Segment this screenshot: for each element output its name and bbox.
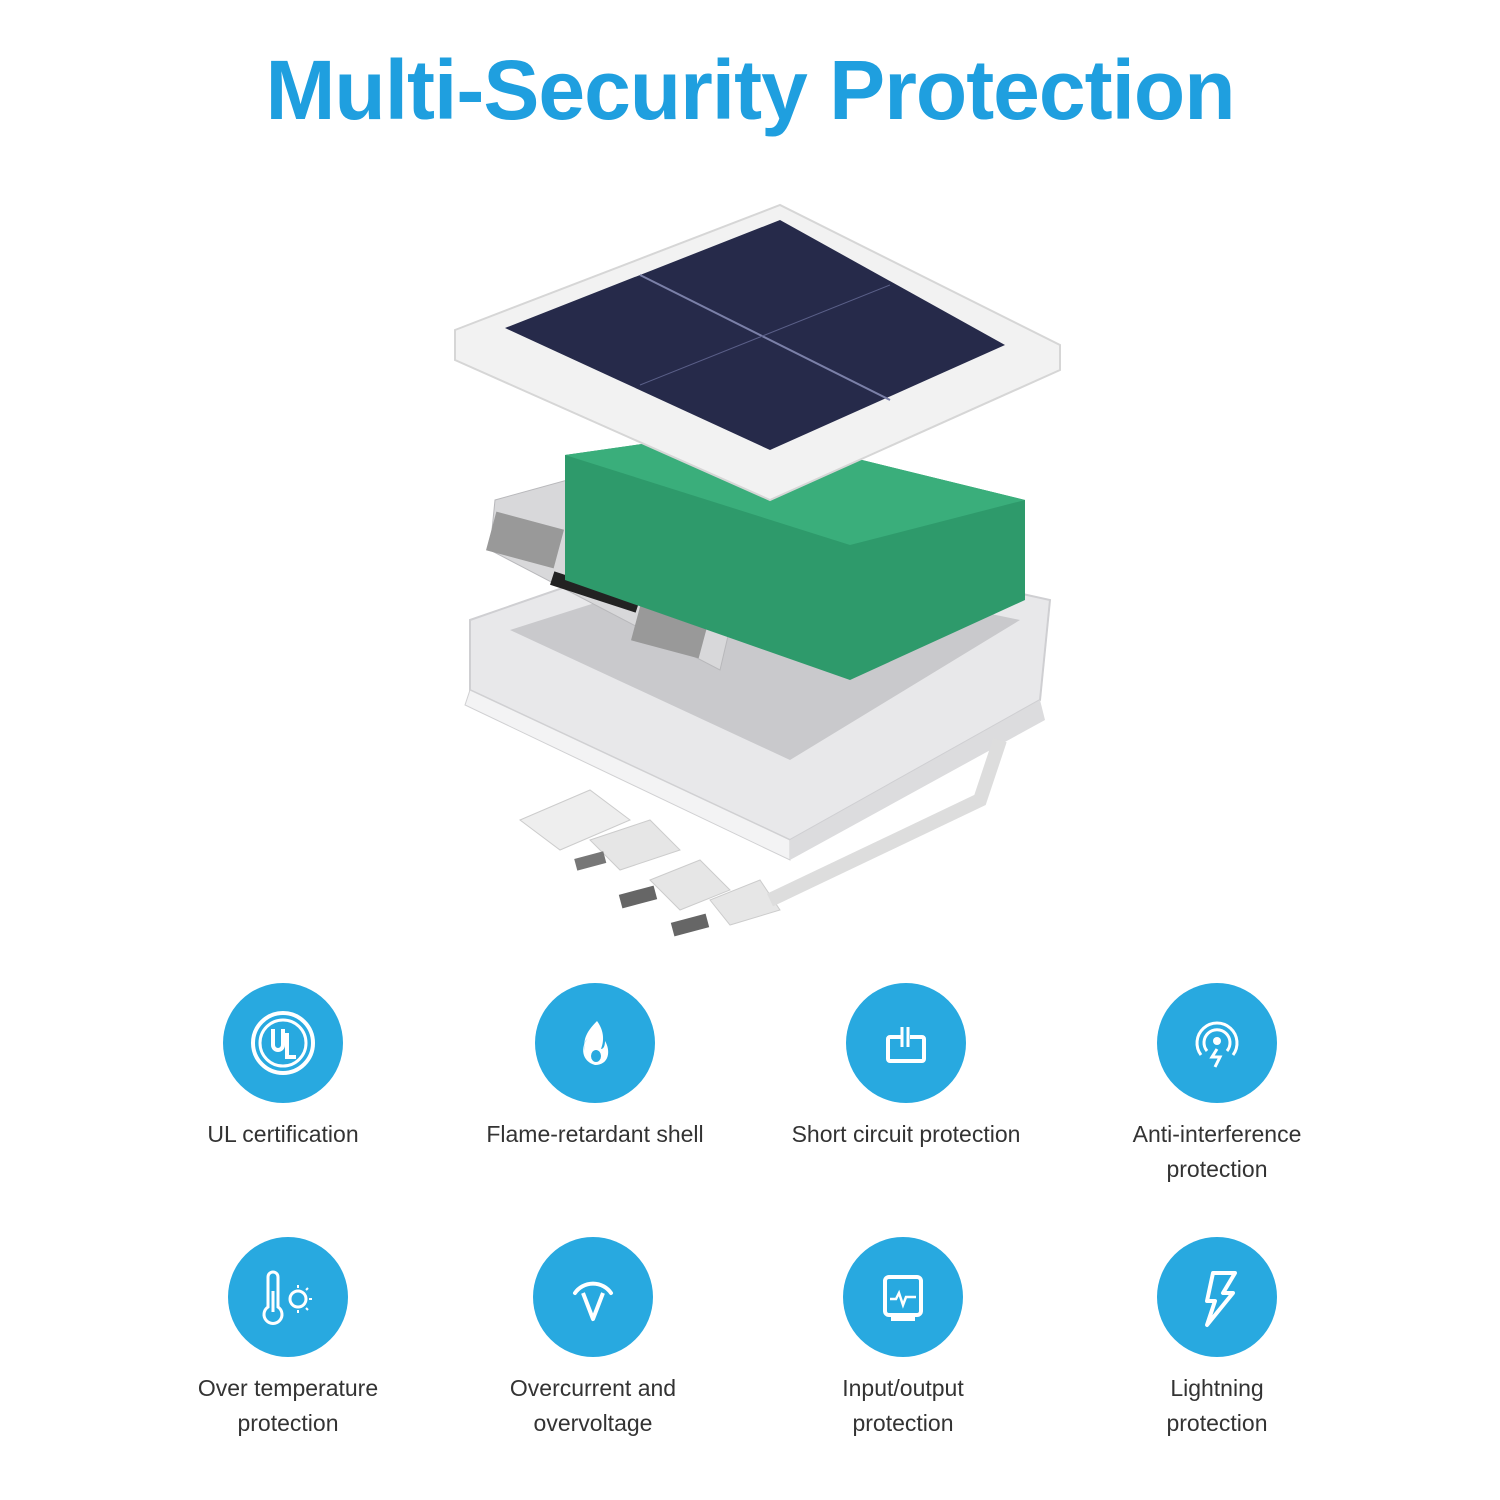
- anti-interference-icon: [1157, 983, 1277, 1103]
- ul-certification-icon: [223, 983, 343, 1103]
- short-circuit-icon: [846, 983, 966, 1103]
- feature-short-circuit: Short circuit protection: [756, 983, 1056, 1152]
- monitor-pulse-icon: [843, 1237, 963, 1357]
- page-title: Multi-Security Protection: [265, 43, 1235, 137]
- flame-icon: [535, 983, 655, 1103]
- charging-cables: [519, 737, 1007, 937]
- feature-overcurrent-overvoltage: Overcurrent and overvoltage: [443, 1237, 743, 1441]
- solar-panel: [454, 203, 1061, 502]
- feature-flame-retardant: Flame-retardant shell: [445, 983, 745, 1152]
- feature-input-output: Input/output protection: [753, 1237, 1053, 1441]
- feature-over-temperature: Over temperature protection: [138, 1237, 438, 1441]
- feature-ul-certification: UL certification: [133, 983, 433, 1152]
- voltage-icon: [533, 1237, 653, 1357]
- lightning-icon: [1157, 1237, 1277, 1357]
- feature-anti-interference: Anti-interference protection: [1067, 983, 1367, 1187]
- solar-power-bank-exploded-view: [454, 203, 1061, 937]
- feature-lightning: Lightning protection: [1067, 1237, 1367, 1441]
- thermometer-sun-icon: [228, 1237, 348, 1357]
